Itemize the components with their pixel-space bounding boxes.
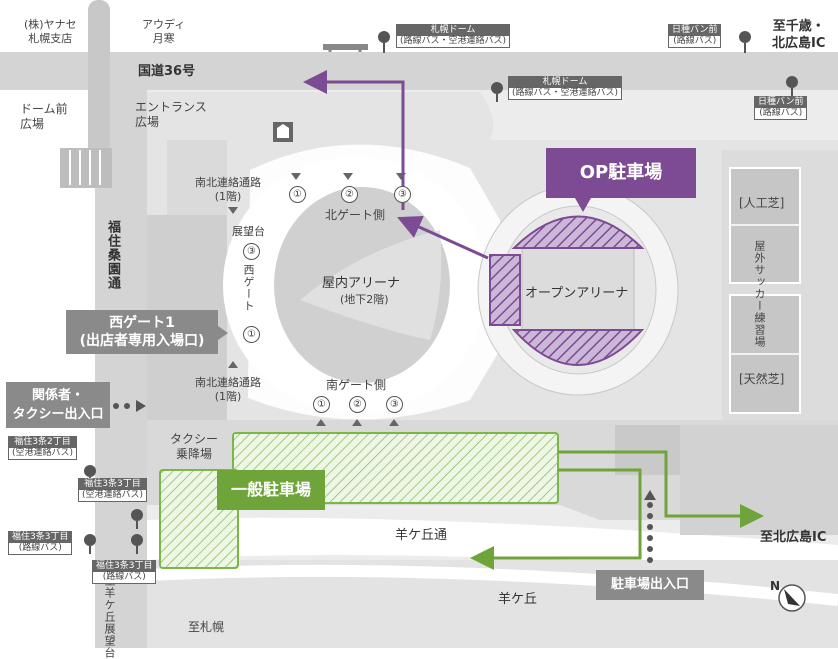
bus-stop-f3j3-air: 福住3条3丁目(空港連絡バス): [78, 478, 148, 502]
artificial-turf-label: [人工芝]: [739, 196, 785, 210]
west-gate1-pointer: [218, 326, 228, 340]
op-parking-north: [511, 215, 645, 249]
north-gate-3: ③: [394, 186, 411, 203]
entrance-plaza-label: エントランス 広場: [135, 100, 207, 129]
op-route-arrow: [397, 215, 489, 260]
dome-plaza-label: ドーム前 広場: [20, 102, 68, 131]
open-arena-label: オープンアリーナ: [525, 286, 629, 301]
to-sapporo-label: 至札幌: [188, 620, 225, 634]
route36-label: 国道36号: [138, 64, 196, 79]
north-gate-2: ②: [341, 186, 358, 203]
south-gate-2: ②: [349, 396, 366, 413]
compass-icon: N: [770, 579, 806, 612]
to-kitahiroshima-label: 至北広島IC: [760, 530, 827, 545]
west-gate-vertical-label: 西ゲート: [242, 264, 255, 312]
west-gate-1: ①: [243, 326, 260, 343]
hitsujigaoka-label: 羊ケ丘: [498, 592, 538, 607]
to-observatory-label: 至羊ケ丘展望台: [103, 575, 116, 659]
south-gate-side-label: 南ゲート側: [326, 378, 387, 392]
taxi-area-label: タクシー 乗降場: [170, 432, 219, 461]
north-gate-1: ①: [289, 186, 306, 203]
bridge-icon: [323, 44, 368, 50]
bus-stop-f3j2: 福住3条2丁目(空港連絡バス): [8, 436, 78, 460]
op-parking-south: [511, 329, 645, 366]
bus-stop-hitsuji-right: 日種バン前(路線バス): [754, 96, 808, 120]
north-gate-side-label: 北ゲート側: [325, 208, 386, 222]
ns-corridor-top-label: 南北連絡通路 (1階): [195, 176, 261, 203]
bus-stop-pins: [84, 31, 798, 554]
bus-stop-f3j3-route-b: 福住3条3丁目(路線バス): [92, 560, 157, 584]
staff-taxi-sign: 関係者・ タクシー出入口: [6, 382, 110, 428]
ns-corridor-bottom-label: 南北連絡通路 (1階): [195, 376, 261, 403]
bus-stop-f3j3-route-a: 福住3条3丁目(路線バス): [8, 531, 73, 555]
outdoor-soccer-label: 屋外サッカー練習場: [753, 240, 766, 348]
west-gate-3: ③: [243, 243, 260, 260]
op-route-exit-arrow: [303, 70, 405, 210]
bus-stop-dome-mid: 札幌ドーム(路線バス・空港連絡バス): [508, 76, 623, 100]
hitsujigaoka-street-label: 羊ケ丘通: [395, 528, 448, 543]
op-parking-sign: OP駐車場: [546, 148, 696, 198]
south-gate-3: ③: [386, 396, 403, 413]
bus-stop-hitsuji-top: 日種バン前(路線バス): [668, 24, 722, 48]
staff-entrance-dots: [113, 400, 146, 412]
parking-entrance-sign: 駐車場出入口: [596, 570, 704, 600]
general-route-east-arrow: [558, 450, 764, 528]
audi-label: アウディ 月寒: [142, 18, 186, 45]
compass-label: N: [770, 579, 780, 593]
yanase-label: (株)ヤナセ 札幌支店: [24, 18, 77, 45]
south-gate-1: ①: [313, 396, 330, 413]
route36-road: [0, 52, 838, 90]
general-route-west-arrow: [470, 468, 642, 570]
basement-label: (地下2階): [340, 293, 389, 306]
to-chitose-label: 至千歳・ 北広島IC: [772, 19, 826, 51]
observation-label: 展望台: [232, 225, 265, 238]
west-gate1-sign: 西ゲート1 (出店者専用入場口): [66, 310, 218, 354]
parking-entrance-dots: [644, 490, 656, 563]
op-parking-west: [489, 254, 521, 326]
bus-stop-dome-top: 札幌ドーム(路線バス・空港連絡バス): [396, 24, 511, 48]
indoor-arena-label: 屋内アリーナ: [322, 276, 401, 291]
fukuzumi-street-label: 福住桑園通: [105, 220, 120, 290]
natural-turf-label: [天然芝]: [739, 372, 785, 386]
general-parking-sign: 一般駐車場: [217, 470, 325, 510]
